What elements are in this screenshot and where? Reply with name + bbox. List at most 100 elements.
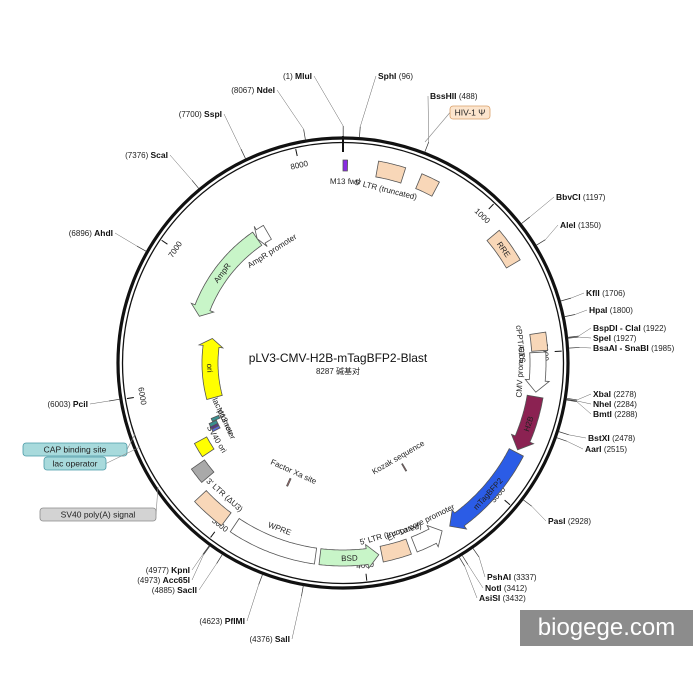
feature-sv40ori[interactable] [193,436,215,458]
site-label[interactable]: (1) MluI [283,71,312,81]
site-name: HpaI [589,305,610,315]
site-position: (2284) [614,400,637,409]
site-name: PflMI [225,616,245,626]
feature-hiv[interactable] [415,173,440,197]
feature-bfp[interactable] [449,448,524,530]
site-label[interactable]: SpeI (1927) [593,333,637,343]
site-label[interactable]: NheI (2284) [593,399,637,409]
site-position: (2478) [612,434,635,443]
site-leader [578,327,592,337]
site-label[interactable]: BspDI - ClaI (1922) [593,323,667,333]
feature-sv40pa[interactable] [190,459,215,483]
site-label[interactable]: AarI (2515) [585,444,627,454]
site-position: (1197) [583,193,606,202]
site-name: AsiSI [479,593,503,603]
feature-factorxa[interactable] [285,477,292,487]
site-leader [114,232,138,247]
feature-label-cmv: CMV promoter [515,345,526,398]
site-label[interactable]: AleI (1350) [560,220,601,230]
feature-ltr5[interactable] [375,160,407,184]
feature-label-factorxa: Factor Xa site [269,457,318,486]
feature-ltr3[interactable] [194,490,232,527]
plasmid-name: pLV3-CMV-H2B-mTagBFP2-Blast [249,351,428,365]
site-leader [291,596,302,640]
feature-wpre[interactable] [229,517,318,565]
feature-ltr5b[interactable] [379,538,412,563]
site-leader [89,400,110,405]
site-name: KflI [586,288,602,298]
feature-ori[interactable] [197,338,225,400]
site-leader [169,154,193,181]
site-position: (4973) [137,576,162,585]
callout-box-sv40pa-tag[interactable] [39,507,157,522]
site-label[interactable]: (4885) SacII [152,585,197,595]
site-leader [576,401,592,415]
site-tick [567,335,579,338]
feature-cmv[interactable] [524,351,551,393]
callout-box-lacop-tag[interactable] [43,456,107,471]
feature-label-ori: ori [205,363,214,372]
site-name: SphI [378,71,399,81]
site-label[interactable]: (4973) Acc65I [137,575,190,585]
feature-lacpro[interactable] [208,419,219,428]
tick-label: 6000 [136,387,148,407]
site-label[interactable]: BbvCI (1197) [556,192,606,202]
site-leader [574,309,588,315]
site-label[interactable]: KflI (1706) [586,288,626,298]
site-leader [545,224,559,240]
site-label[interactable]: (8067) NdeI [231,85,275,95]
site-leader [464,566,478,599]
site-label[interactable]: AsiSI (3432) [479,593,526,603]
feature-rre[interactable] [486,229,521,269]
feature-h2b[interactable] [510,394,544,451]
site-label[interactable]: HpaI (1800) [589,305,633,315]
site-tick [520,216,530,225]
callout-text-hiv-tag: HIV-1 Ψ [455,108,486,118]
feature-amppro[interactable] [253,224,272,247]
site-tick [303,129,306,141]
site-label[interactable]: (6003) PciI [48,399,88,409]
site-name: SalI [275,634,290,644]
feature-cppt[interactable] [529,331,549,352]
site-label[interactable]: BmtI (2288) [593,409,638,419]
site-label[interactable]: XbaI (2278) [593,389,637,399]
site-leader [359,75,377,127]
site-name: KpnI [171,565,190,575]
site-label[interactable]: BssHII (488) [430,91,478,101]
site-tick [258,574,263,585]
site-position: (6896) [69,229,94,238]
site-label[interactable]: (6896) AhdI [69,228,113,238]
site-tick [136,245,147,252]
site-label[interactable]: PshAI (3337) [487,572,537,582]
site-label[interactable]: BstXI (2478) [588,433,636,443]
tick-mark [295,149,298,157]
site-name: MluI [295,71,312,81]
site-label[interactable]: (4977) KpnI [146,565,190,575]
site-label[interactable]: SphI (96) [378,71,413,81]
feature-m13fwd[interactable] [342,159,349,172]
site-label[interactable]: NotI (3412) [485,583,527,593]
callout-box-hiv-tag[interactable] [449,105,491,120]
site-name: PasI [548,516,568,526]
feature-ef1a[interactable] [410,524,443,553]
site-position: (2928) [568,517,591,526]
site-leader [566,440,584,450]
site-label[interactable]: (7700) SspI [179,109,222,119]
site-label[interactable]: (4623) PflMI [199,616,245,626]
site-label[interactable]: (4376) SalI [250,634,290,644]
site-tick [203,545,211,555]
site-label[interactable]: BsaAI - SnaBI (1985) [593,343,675,353]
callout-box-cap-tag[interactable] [22,442,128,457]
site-leader [198,563,217,591]
site-label[interactable]: (7376) ScaI [125,150,168,160]
feature-bsd[interactable] [318,543,380,570]
site-position: (1350) [578,221,601,230]
feature-kozak[interactable] [401,463,408,472]
site-label[interactable]: PasI (2928) [548,516,591,526]
site-position: (2515) [604,445,627,454]
tick-mark [488,203,494,210]
feature-cap[interactable] [210,414,221,422]
feature-lacop[interactable] [211,425,221,433]
